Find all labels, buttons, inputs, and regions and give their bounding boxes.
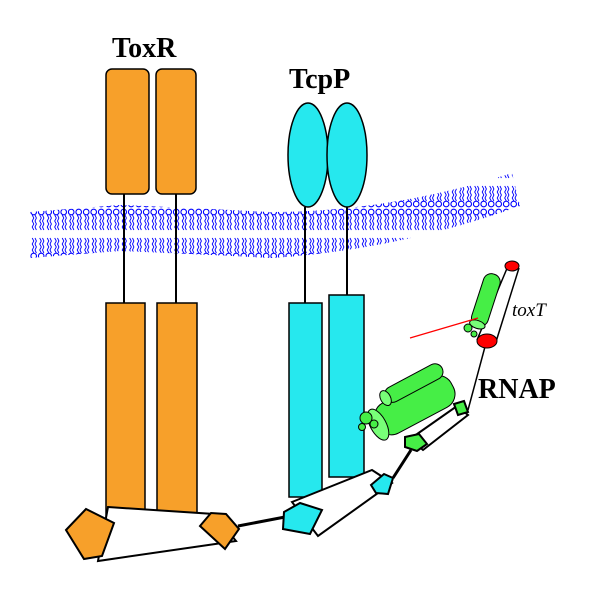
toxt-label: toxT	[512, 300, 547, 321]
dna-link-toxr-tcpp	[237, 515, 286, 528]
toxr-periplasmic-domain-left	[105, 68, 150, 195]
rnap-polymerase	[358, 363, 456, 441]
dna-link-tcpp-rnap	[391, 449, 413, 479]
rnap-binding-box-right	[452, 399, 470, 417]
rnap-label: RNAP	[478, 374, 556, 405]
toxr-cytoplasmic-domain-right	[156, 302, 198, 517]
membrane-bilayer	[30, 173, 520, 258]
dna-end-upper	[504, 260, 520, 272]
tcpp-binding-box-left	[281, 501, 324, 536]
tcpp-cytoplasmic-domain-left	[288, 302, 323, 498]
toxr-binding-box-left	[64, 507, 116, 561]
toxt-transcript-complex	[463, 273, 501, 338]
tcpp-binding-box-right	[369, 472, 395, 496]
tcpp-periplasmic-domain-left	[287, 102, 329, 208]
toxr-label: ToxR	[112, 33, 177, 64]
toxr-binding-box-right	[198, 511, 241, 551]
rnap-binding-box-left	[404, 432, 429, 453]
toxr-periplasmic-domain-right	[155, 68, 197, 195]
toxt-transcript-line	[409, 317, 479, 339]
tcpp-periplasmic-domain-right	[326, 102, 368, 208]
toxr-cytoplasmic-domain-left	[105, 302, 146, 517]
tcpp-label: TcpP	[289, 64, 350, 95]
tcpp-cytoplasmic-domain-right	[328, 294, 365, 478]
dna-end-lower	[476, 333, 498, 349]
